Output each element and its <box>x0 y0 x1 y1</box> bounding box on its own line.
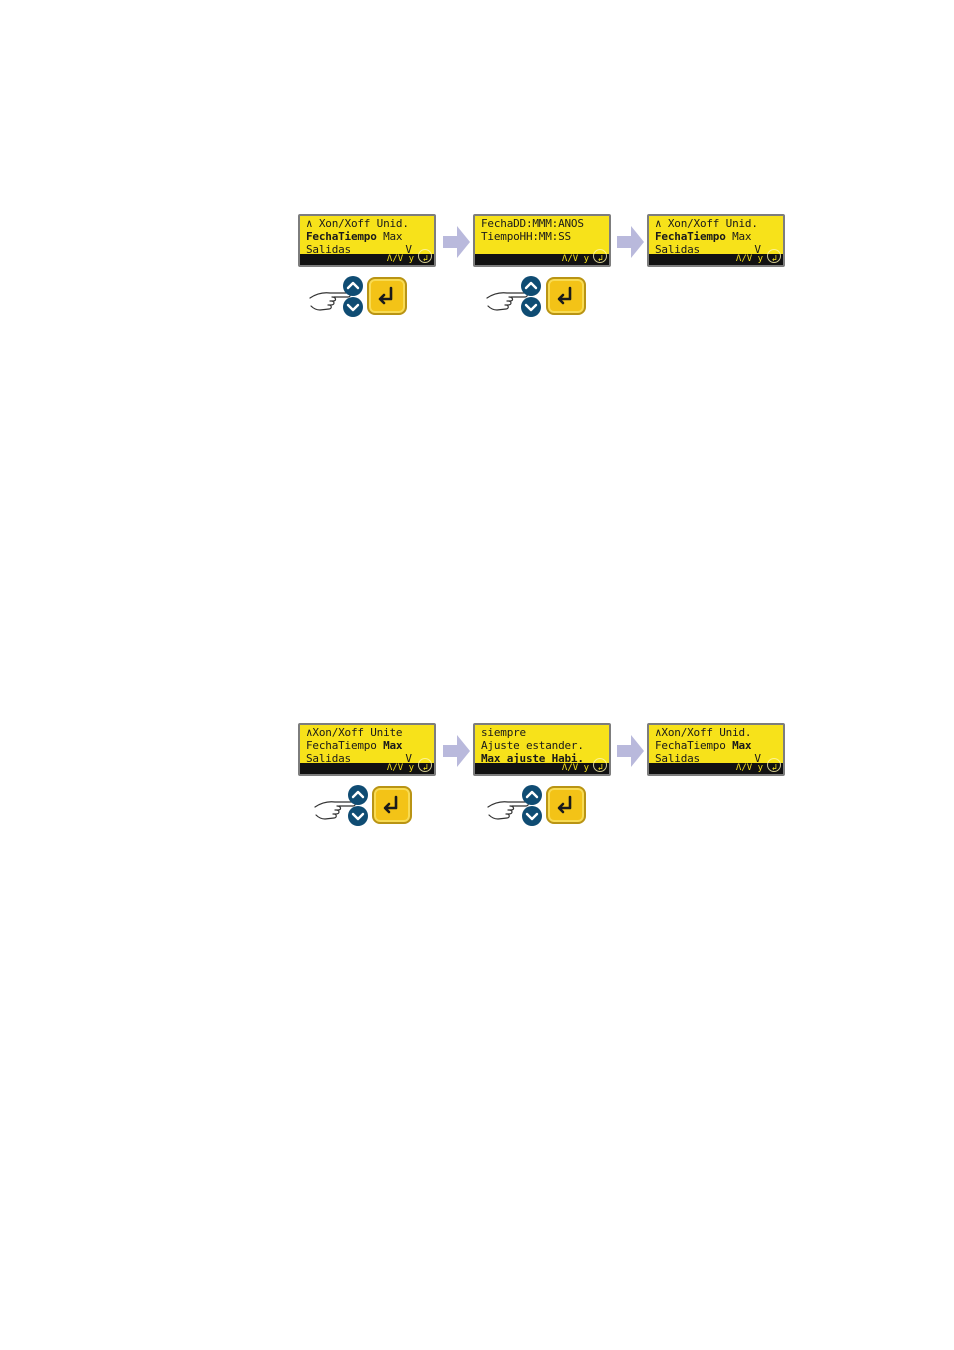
enter-button[interactable] <box>546 277 586 315</box>
lcd-screen-2b: siempre Ajuste estander. Max ajuste Habi… <box>473 723 611 776</box>
chevron-up-icon <box>346 281 360 290</box>
enter-button[interactable] <box>372 786 412 824</box>
chevron-up-icon <box>524 281 538 290</box>
chevron-down-icon <box>351 812 365 821</box>
down-button[interactable] <box>522 806 542 826</box>
lcd-line: ∧ Xon/Xoff Unid. <box>655 217 758 230</box>
knob-icon <box>418 758 432 772</box>
lcd-line: TiempoHH:MM:SS <box>481 230 571 243</box>
lcd-footer: Λ/V y↲ <box>300 763 434 774</box>
lcd-screen-2a: ∧Xon/Xoff Unite FechaTiempo Max Salidas … <box>298 723 436 776</box>
up-button[interactable] <box>348 785 368 805</box>
lcd-line: Salidas <box>655 243 700 256</box>
enter-icon <box>557 286 572 305</box>
up-button[interactable] <box>522 785 542 805</box>
footer-hint: Λ/V y <box>386 254 414 264</box>
up-down-buttons[interactable] <box>522 785 542 827</box>
enter-button[interactable] <box>367 277 407 315</box>
scroll-down-mark: V <box>754 752 761 765</box>
lcd-footer: Λ/V y↲ <box>475 254 609 265</box>
up-down-buttons[interactable] <box>343 276 363 318</box>
chevron-up-icon <box>525 790 539 799</box>
scroll-down-mark: V <box>405 243 412 256</box>
lcd-line: Max <box>376 230 403 243</box>
down-button[interactable] <box>521 297 541 317</box>
lcd-line-highlight: FechaTiempo <box>655 230 726 243</box>
knob-icon <box>767 758 781 772</box>
lcd-line: Max <box>725 230 752 243</box>
footer-hint: Λ/V y <box>561 254 589 264</box>
up-down-buttons[interactable] <box>521 276 541 318</box>
down-button[interactable] <box>348 806 368 826</box>
chevron-down-icon <box>524 303 538 312</box>
chevron-down-icon <box>346 303 360 312</box>
lcd-screen-1c: ∧ Xon/Xoff Unid. FechaTiempo Max Salidas… <box>647 214 785 267</box>
diagram-1: ∧ Xon/Xoff Unid. FechaTiempo Max Salidas… <box>0 210 954 330</box>
lcd-line: siempre <box>481 726 526 739</box>
lcd-line: Ajuste estander. <box>481 739 584 752</box>
up-down-buttons[interactable] <box>348 785 368 827</box>
lcd-footer: Λ/V y↲ <box>475 763 609 774</box>
lcd-footer: Λ/V y↲ <box>649 254 783 265</box>
knob-icon <box>767 249 781 263</box>
lcd-line: FechaDD:MMM:ANOS <box>481 217 584 230</box>
lcd-line-highlight: Max ajuste Habi. <box>481 752 584 765</box>
lcd-screen-2c: ∧Xon/Xoff Unid. FechaTiempo Max Salidas … <box>647 723 785 776</box>
lcd-line-highlight: FechaTiempo <box>306 230 377 243</box>
flow-arrow-icon <box>617 735 644 767</box>
chevron-down-icon <box>525 812 539 821</box>
chevron-up-icon <box>351 790 365 799</box>
lcd-footer: Λ/V y↲ <box>649 763 783 774</box>
lcd-line: Salidas <box>655 752 700 765</box>
lcd-line: Salidas <box>306 243 351 256</box>
flow-arrow-icon <box>443 226 470 258</box>
lcd-line: ∧Xon/Xoff Unid. <box>655 726 752 739</box>
lcd-line: ∧Xon/Xoff Unite <box>306 726 403 739</box>
up-button[interactable] <box>343 276 363 296</box>
down-button[interactable] <box>343 297 363 317</box>
enter-icon <box>557 795 572 814</box>
lcd-screen-1a: ∧ Xon/Xoff Unid. FechaTiempo Max Salidas… <box>298 214 436 267</box>
enter-icon <box>383 795 398 814</box>
flow-arrow-icon <box>617 226 644 258</box>
footer-hint: Λ/V y <box>735 763 763 773</box>
lcd-line: FechaTiempo <box>655 739 733 752</box>
diagram-2: ∧Xon/Xoff Unite FechaTiempo Max Salidas … <box>0 719 954 839</box>
knob-icon <box>593 249 607 263</box>
knob-icon <box>418 249 432 263</box>
lcd-footer: Λ/V y↲ <box>300 254 434 265</box>
scroll-down-mark: V <box>405 752 412 765</box>
lcd-line: ∧ Xon/Xoff Unid. <box>306 217 409 230</box>
enter-icon <box>378 286 393 305</box>
footer-hint: Λ/V y <box>386 763 414 773</box>
lcd-line-highlight: Max <box>732 739 752 752</box>
lcd-line: FechaTiempo <box>306 739 384 752</box>
lcd-line: Salidas <box>306 752 351 765</box>
knob-icon <box>593 758 607 772</box>
up-button[interactable] <box>521 276 541 296</box>
flow-arrow-icon <box>443 735 470 767</box>
footer-hint: Λ/V y <box>561 763 589 773</box>
lcd-screen-1b: FechaDD:MMM:ANOS TiempoHH:MM:SS Λ/V y↲ <box>473 214 611 267</box>
footer-hint: Λ/V y <box>735 254 763 264</box>
scroll-down-mark: V <box>754 243 761 256</box>
lcd-line-highlight: Max <box>383 739 403 752</box>
enter-button[interactable] <box>546 786 586 824</box>
